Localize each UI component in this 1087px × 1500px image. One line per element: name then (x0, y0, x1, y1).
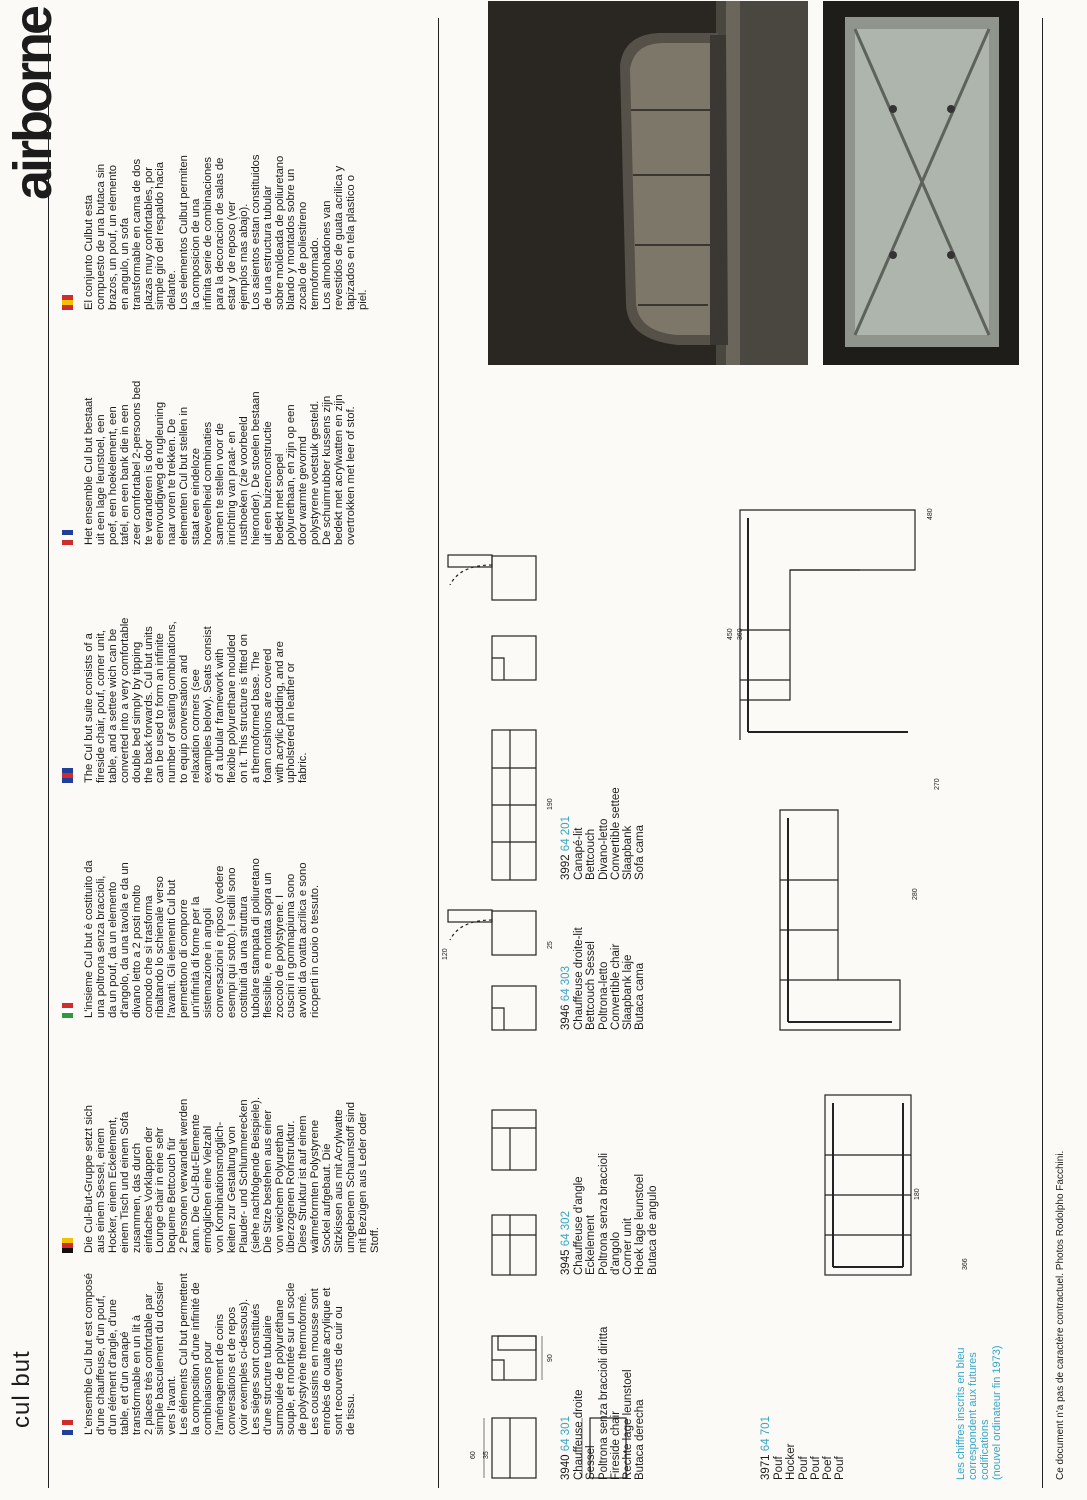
dim-90: 90 (547, 1354, 554, 1362)
product-3992-code: 3992 64 201 (560, 816, 572, 880)
flag-it-icon (62, 1003, 73, 1018)
dim-190: 190 (547, 798, 554, 810)
header-rule (48, 12, 49, 1488)
dim-180: 180 (914, 1188, 921, 1200)
dim-120: 120 (442, 948, 449, 960)
product-3971-labels: Pouf Hocker Pouf Pouf Poef Pouf (773, 1443, 847, 1480)
text-it: L'insieme Cul but è costituito da una po… (83, 858, 322, 1018)
footer-disclaimer: Ce document n'a pas de caractère contrac… (1055, 1150, 1066, 1480)
plan-1-outline (824, 1094, 912, 1276)
dim-25: 25 (547, 941, 554, 949)
dim-280: 280 (912, 888, 919, 900)
dim-270: 270 (934, 778, 941, 790)
pouf-photo (823, 1, 1019, 365)
text-nl: Het ensemble Cul but bestaat uit een lag… (83, 380, 357, 545)
dim-450: 450 (727, 628, 734, 640)
dim-366: 366 (962, 1258, 969, 1270)
chair-3946-open (491, 910, 537, 956)
flag-de-icon (62, 1238, 73, 1253)
product-3946-code: 3946 64 303 (560, 966, 572, 1030)
product-3992-labels: Canapé-lit Bettcouch Divano-letto Conver… (573, 787, 647, 880)
footer-rule (1042, 18, 1043, 1488)
flag-en-icon (62, 768, 73, 783)
chair-3940-front (491, 1417, 537, 1479)
product-3940-code: 3940 64 301 (560, 1416, 572, 1480)
dim-35: 35 (483, 1451, 490, 1459)
flag-fr-icon (62, 1420, 73, 1435)
product-3940-labels: Chauffeuse droite Sessel Poltrona senza … (573, 1326, 647, 1480)
product-3946-labels: Chauffeuse droite-lit Bettcouch Sessel P… (573, 927, 647, 1030)
chair-3940-side (491, 1335, 537, 1381)
brand-logo: airborne (3, 7, 63, 200)
product-3945-code: 3945 64 302 (560, 1211, 572, 1275)
corner-3945-front (491, 1214, 537, 1276)
blue-codes-note: Les chiffres inscrits en bleu correspond… (955, 1345, 1003, 1480)
text-de: Die Cul-But-Gruppe setzt sich aus einem … (83, 1096, 381, 1253)
text-fr: L'ensemble Cul but est composé d'une cha… (83, 1273, 357, 1435)
product-3971-code: 3971 64 701 (760, 1416, 772, 1480)
middle-rule (438, 18, 439, 1488)
product-3945-labels: Chauffeuse d'angle Eckelement Poltrona s… (573, 1152, 659, 1275)
technical-drawings (447, 509, 916, 1479)
text-en: The Cul but suite consists of a fireside… (83, 617, 310, 783)
plan-3-outline (739, 509, 916, 740)
corner-3945-side (491, 1109, 537, 1171)
sofa-photo (488, 1, 808, 365)
text-es: El conjunto Culbut esta compuesto de una… (83, 154, 369, 310)
settee-3992-open (491, 555, 537, 601)
dim-480: 480 (927, 508, 934, 520)
flag-es-icon (62, 295, 73, 310)
flag-nl-icon (62, 530, 73, 545)
dim-60: 60 (470, 1451, 477, 1459)
plan-2-outline (779, 809, 901, 1031)
product-name: cul but (8, 1350, 35, 1428)
pouf-3971-drawing (589, 1417, 627, 1479)
